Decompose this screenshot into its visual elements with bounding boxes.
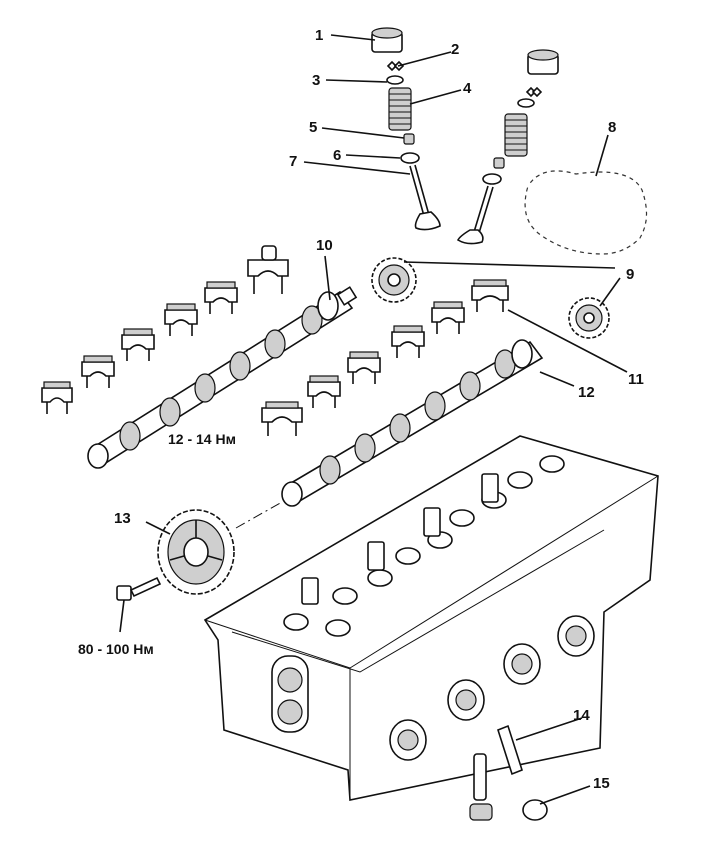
callout-9: 9 — [626, 266, 634, 283]
callout-14: 14 — [573, 707, 590, 724]
valve-guides — [473, 724, 523, 801]
spark-plug-tubes — [301, 473, 499, 605]
camshaft-sprocket-small-2 — [568, 297, 610, 339]
camshaft-lower — [281, 339, 544, 507]
torque-camshaft-caps: 12 - 14 Нм — [168, 431, 236, 447]
leader-lines — [119, 34, 628, 805]
camshaft-sprocket-small-1 — [371, 257, 417, 303]
head-end-face — [271, 655, 309, 733]
bearing-caps-upper — [41, 245, 289, 414]
torque-sprocket-bolt: 80 - 100 Нм — [78, 641, 154, 657]
callout-10: 10 — [316, 237, 333, 254]
callout-12: 12 — [578, 384, 595, 401]
callout-1: 1 — [315, 27, 323, 44]
valve-spring-2 — [504, 113, 528, 157]
callout-4: 4 — [463, 80, 472, 97]
valve-stem-seal — [403, 133, 415, 145]
gear-bolt — [116, 576, 162, 601]
spring-retainer — [386, 75, 404, 85]
valve-2 — [456, 185, 494, 245]
callout-11: 11 — [628, 371, 644, 388]
cylinder-head — [203, 435, 659, 801]
callout-6: 6 — [333, 147, 341, 164]
valve-stem-seals — [469, 799, 548, 821]
valve-bores — [283, 455, 565, 637]
callout-15: 15 — [593, 775, 610, 792]
bearing-caps-lower — [261, 279, 509, 436]
callout-7: 7 — [289, 153, 297, 170]
camshaft-upper — [87, 286, 358, 469]
callout-2: 2 — [451, 41, 459, 58]
valve — [409, 164, 441, 231]
callout-8: 8 — [608, 119, 616, 136]
hydraulic-tappet — [371, 27, 403, 53]
callout-13: 13 — [114, 510, 131, 527]
callout-labels: 1 2 3 4 5 6 7 8 9 10 11 12 13 14 15 12 -… — [78, 27, 644, 792]
valve-train-left — [371, 27, 441, 231]
valve-train-right — [456, 49, 559, 245]
ports — [389, 615, 595, 761]
spring-seat — [400, 152, 420, 164]
timing-chain — [523, 169, 648, 256]
camshaft-gear — [157, 501, 283, 595]
callout-5: 5 — [309, 119, 317, 136]
valve-spring — [388, 87, 412, 131]
hydraulic-tappet-2 — [527, 49, 559, 75]
callout-3: 3 — [312, 72, 320, 89]
